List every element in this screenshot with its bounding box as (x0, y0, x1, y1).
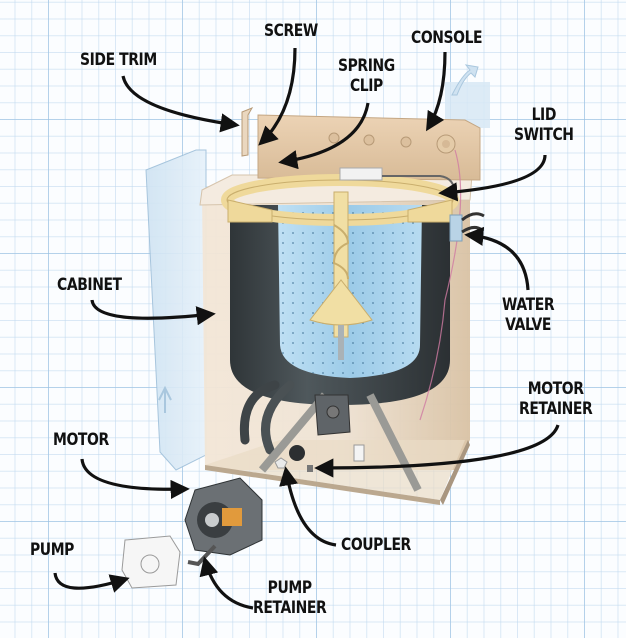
label-console: CONSOLE (411, 28, 483, 48)
leader-coupler (279, 466, 337, 547)
label-line: RETAINER (253, 598, 327, 618)
label-line: SWITCH (514, 125, 574, 145)
leader-water-valve (464, 226, 530, 291)
leader-pump-retainer (199, 556, 254, 610)
lid-ghost (445, 64, 490, 128)
label-line: CLIP (349, 76, 383, 96)
label-line: MOTOR (53, 430, 109, 450)
leader-screw (258, 47, 297, 146)
label-motor-retainer: MOTOR RETAINER (519, 379, 593, 419)
label-line: PUMP (267, 578, 312, 598)
gearcase (314, 394, 351, 436)
label-screw: SCREW (264, 21, 318, 41)
pump-part (121, 535, 181, 589)
leader-motor-retainer (314, 424, 560, 478)
water-valve-part (449, 212, 485, 242)
leader-side-trim (121, 75, 240, 133)
label-line: CABINET (57, 275, 122, 295)
leader-spring-clip (278, 102, 370, 170)
label-line: SIDE TRIM (80, 50, 157, 70)
label-lid-switch: LID SWITCH (514, 105, 574, 145)
label-spring-clip: SPRING CLIP (338, 56, 395, 96)
label-line: MOTOR (527, 379, 584, 399)
leader-console (426, 51, 447, 132)
suspension-frame (258, 392, 422, 492)
lid-switch-part (339, 167, 383, 181)
leader-cabinet (90, 299, 216, 326)
hoses (239, 380, 295, 455)
label-line: SCREW (264, 21, 318, 41)
motor-retainer-part (307, 465, 313, 472)
coupler-part (289, 445, 305, 461)
label-coupler: COUPLER (341, 535, 411, 555)
label-line: VALVE (505, 315, 552, 335)
label-line: COUPLER (341, 535, 411, 555)
label-motor: MOTOR (53, 430, 109, 450)
label-pump: PUMP (30, 540, 74, 560)
label-line: WATER (502, 295, 555, 315)
leader-lines (53, 47, 560, 610)
label-line: LID (531, 105, 557, 125)
label-water-valve: WATER VALVE (502, 295, 555, 335)
motor-part (184, 477, 263, 567)
label-side-trim: SIDE TRIM (80, 50, 157, 70)
label-line: RETAINER (519, 399, 593, 419)
label-pump-retainer: PUMP RETAINER (253, 578, 327, 618)
leader-motor (80, 458, 190, 500)
label-line: CONSOLE (411, 28, 483, 48)
leader-lid-switch (438, 154, 547, 202)
label-line: PUMP (30, 540, 74, 560)
label-cabinet: CABINET (57, 275, 122, 295)
agitator (309, 191, 373, 360)
label-line: SPRING (338, 56, 395, 76)
side-trim-part (241, 107, 254, 157)
leader-pump (53, 572, 130, 593)
side-panel-ghost (145, 149, 207, 471)
